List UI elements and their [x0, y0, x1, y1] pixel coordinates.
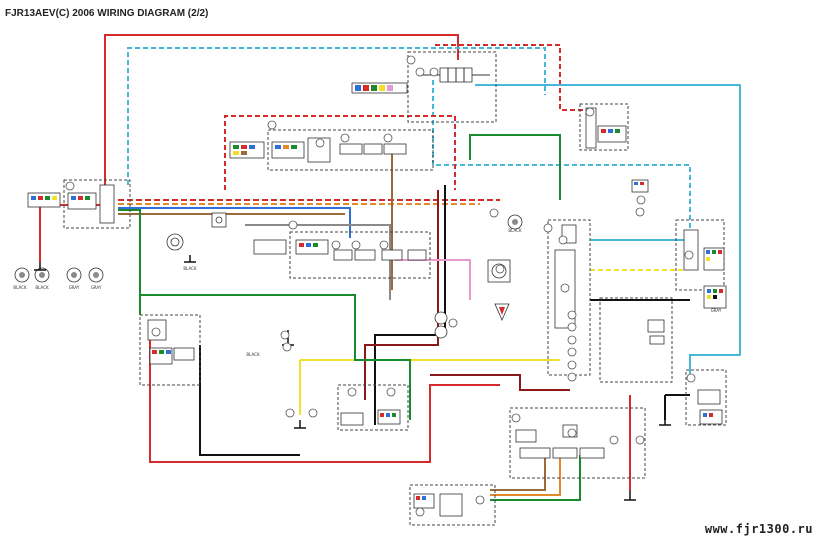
connector-right-grid	[703, 285, 727, 309]
wire-green-lower	[139, 294, 411, 420]
wire-pink	[395, 259, 471, 300]
frame-main-switch	[407, 51, 497, 123]
wire-sky-mid	[432, 80, 691, 235]
connector-upper-c	[307, 137, 407, 163]
sensor-pair	[434, 311, 448, 339]
frame-bottom-left	[409, 484, 496, 526]
page-title: FJR13AEV(C) 2006 WIRING DIAGRAM (2/2)	[5, 8, 209, 19]
label-gray-3: GRAY	[711, 308, 722, 313]
label-gray-2: GRAY	[91, 285, 102, 290]
wire-red-left	[39, 204, 108, 262]
round-components	[14, 212, 577, 382]
label-black-4: BLACK	[508, 228, 522, 233]
lamp-left-3	[66, 267, 82, 283]
connector-right-block	[585, 107, 627, 149]
wire-sky-right	[475, 84, 741, 375]
lamp-left-4	[88, 267, 104, 283]
connector-lower-mid	[340, 409, 401, 426]
horn-component	[166, 233, 184, 251]
site-watermark: www.fjr1300.ru	[704, 522, 813, 536]
connector-right-tiny	[631, 179, 649, 193]
connector-top-bar	[351, 82, 408, 94]
wire-bundle-orange	[490, 455, 561, 496]
wire-bundle-brown	[490, 455, 546, 491]
wire-red-dash-frame	[224, 115, 456, 190]
wire-dark-red-vertical	[364, 190, 439, 400]
lamp-left-2	[34, 267, 50, 283]
diode-column	[567, 310, 577, 382]
frame-center-combo	[289, 231, 431, 279]
connector-left-combo	[67, 184, 115, 224]
component-frames	[63, 51, 727, 526]
wire-black-left	[199, 345, 300, 456]
frame-lower-mid	[337, 384, 409, 431]
connector-ecu-right	[683, 229, 725, 271]
connector-lower-right	[697, 389, 723, 425]
label-black-2: BLACK	[35, 285, 49, 290]
wire-red-lower	[149, 330, 500, 463]
connector-dash-lower	[647, 319, 665, 345]
frame-dash-lower	[599, 297, 673, 383]
label-black-1: BLACK	[13, 285, 27, 290]
connector-left-small	[27, 192, 61, 208]
wire-sky-top	[127, 47, 546, 185]
label-black-5: BLACK	[246, 352, 260, 357]
frame-lower-left	[139, 314, 201, 386]
connector-lower-left	[147, 319, 195, 365]
wire-red-top	[104, 34, 459, 185]
connector-upper-a	[229, 141, 265, 159]
wire-dark-red-lower	[430, 374, 570, 391]
wire-gray	[245, 224, 391, 300]
label-black-3: BLACK	[183, 266, 197, 271]
tag-labels: BLACK BLACK GRAY GRAY BLACK BLACK BLACK …	[13, 228, 721, 357]
triangle-warning	[494, 303, 510, 321]
wire-red-top-2	[435, 44, 590, 111]
wire-layer	[39, 34, 741, 501]
label-gray-1: GRAY	[69, 285, 80, 290]
wire-green-bus	[118, 209, 141, 315]
connector-bottom-left	[413, 493, 463, 517]
connector-upper-b	[271, 141, 305, 159]
connector-center-combo	[253, 239, 427, 261]
relay-round	[507, 214, 523, 230]
frame-left-combo	[63, 179, 131, 229]
callouts	[65, 55, 696, 517]
frame-upper-center	[267, 129, 434, 171]
wire-bundle-green	[490, 455, 581, 501]
connector-bottom-module	[515, 424, 605, 459]
frame-right-connector	[579, 103, 629, 151]
wire-blue-bus	[118, 207, 351, 238]
wire-green-right	[469, 134, 561, 200]
lamp-left-1	[14, 267, 30, 283]
frame-bottom-module	[509, 407, 646, 479]
sensor-small	[211, 212, 227, 228]
main-switch	[418, 67, 490, 83]
frame-lower-right	[685, 369, 727, 426]
